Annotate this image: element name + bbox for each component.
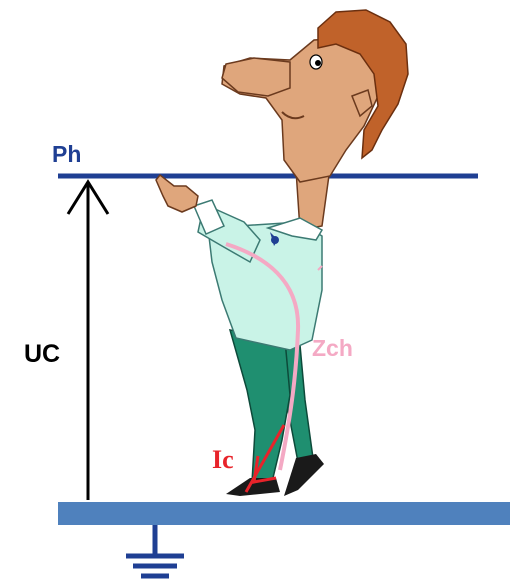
phase-label: Ph <box>52 141 81 167</box>
impedance-label: Zch <box>312 335 353 361</box>
voltage-label: UC <box>24 340 60 368</box>
person-figure <box>155 9 409 496</box>
ear <box>351 89 373 118</box>
earth-ground-icon <box>126 525 184 579</box>
voltage-arrow <box>66 179 110 500</box>
impedance-tick <box>317 265 323 271</box>
current-label: Ic <box>212 445 234 474</box>
hand <box>155 173 199 213</box>
svg-text:Ic: Ic <box>212 445 234 474</box>
hair <box>317 9 409 160</box>
current-label-sub: c <box>222 445 234 474</box>
current-arrow <box>244 424 286 493</box>
impedance-path <box>225 242 301 471</box>
ground-plate <box>58 502 510 525</box>
collar <box>265 217 324 241</box>
cuff <box>192 199 225 235</box>
back-shoe <box>284 454 324 496</box>
front-shoe <box>226 478 280 496</box>
current-label-main: I <box>212 445 222 474</box>
nose <box>221 57 291 97</box>
mouth <box>281 111 305 120</box>
